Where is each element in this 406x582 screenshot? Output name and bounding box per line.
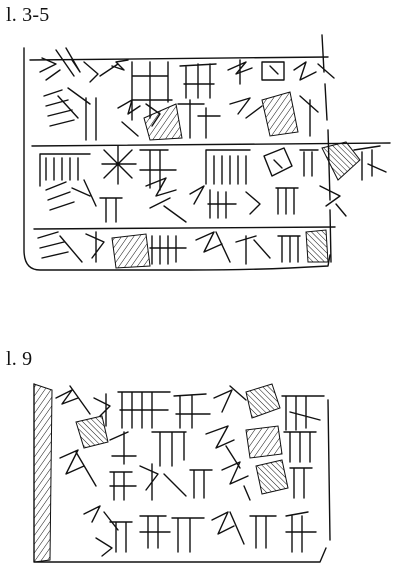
fragment-1-outline [23,47,331,271]
fragment-1-right-edge [321,34,332,263]
tablet-fragment-1 [23,34,391,271]
sign-row [55,383,325,431]
fragment-label-1: l. 3-5 [6,4,50,26]
sign-row [39,141,387,223]
line-rule [33,226,336,230]
fragment-label-2: l. 9 [6,348,33,370]
sign-row [39,47,335,141]
sign-row [37,229,329,269]
tablet-fragment-2 [33,383,331,563]
line-rule [31,142,391,147]
fragment-2-break [33,383,53,563]
sign-row [83,505,317,557]
sign-row [75,415,317,469]
fragment-2-outline [33,383,331,563]
line-rule [29,56,329,61]
sign-row [59,449,313,501]
